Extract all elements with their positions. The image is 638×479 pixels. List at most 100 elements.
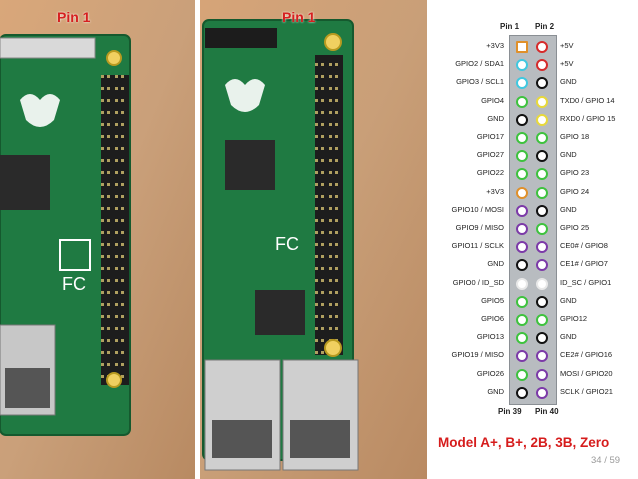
pin-label-right: GPIO 23: [560, 168, 590, 178]
pin-dot-odd: [516, 241, 528, 254]
pin-label-left: GPIO13: [476, 332, 504, 342]
svg-text:FC: FC: [62, 274, 86, 294]
pin-label-right: +5V: [560, 41, 574, 50]
pin-dot-even: [536, 332, 548, 345]
pin-label-right: GPIO 25: [560, 223, 590, 232]
pin-label-left: GND: [487, 259, 504, 269]
pin-label-left: GPIO0 / ID_SD: [452, 277, 504, 287]
pin-label-left: GPIO3 / SCL1: [456, 77, 504, 87]
pin-dot-even: [536, 277, 548, 290]
gpio-row: +3V3 +5V: [432, 38, 638, 56]
pin-dot-even: [536, 113, 548, 126]
pin40-header: Pin 40: [535, 407, 559, 416]
pin-label-right: CE0# / GPIO8: [560, 241, 608, 251]
pin-dot-odd: [516, 132, 528, 144]
pin-label-right: MOSI / GPIO20: [560, 368, 613, 378]
pin-dot-even: [536, 168, 548, 181]
pin-dot-odd: [516, 168, 528, 181]
pin2-header: Pin 2: [535, 22, 555, 31]
pin-label-left: GPIO26: [476, 368, 504, 378]
pin-dot-even: [536, 295, 548, 308]
pin-label-right: +5V: [560, 59, 574, 69]
pin-dot-even: [536, 95, 548, 108]
board-photo-left-image: FC: [0, 0, 195, 479]
pin-dot-odd: [516, 223, 528, 235]
gpio-row: GPIO13 GND: [432, 329, 638, 347]
pin39-header: Pin 39: [498, 407, 522, 416]
pin-label-right: RXD0 / GPIO 15: [560, 113, 616, 123]
pin-label-left: GPIO11 / SCLK: [451, 241, 504, 251]
model-title: Model A+, B+, 2B, 3B, Zero: [438, 435, 610, 450]
gpio-row: GPIO11 / SCLK CE0# / GPIO8: [432, 238, 638, 256]
pin-dot-odd: [516, 386, 528, 399]
pin-dot-odd: [516, 41, 528, 53]
raspberry-pi-photo-right: FC: [200, 0, 427, 479]
pin-dot-odd: [516, 259, 528, 272]
pin-dot-even: [536, 77, 548, 90]
pin-label-right: TXD0 / GPIO 14: [560, 95, 615, 105]
pin-dot-even: [536, 241, 548, 254]
pin-label-right: GND: [560, 150, 577, 160]
gpio-row: GND CE1# / GPIO7: [432, 256, 638, 274]
gpio-row: GPIO2 / SDA1 +5V: [432, 56, 638, 74]
pin-label-left: GPIO10 / MOSI: [451, 204, 504, 214]
pin-label-left: GPIO9 / MISO: [455, 223, 504, 232]
pin1-label-right: Pin 1: [282, 9, 316, 25]
pin-dot-odd: [516, 95, 528, 108]
pin-dot-even: [536, 223, 548, 235]
pin-label-right: GND: [560, 295, 577, 305]
pin-dot-even: [536, 132, 548, 144]
pin-dot-even: [536, 368, 548, 381]
pin-label-left: GPIO22: [476, 168, 504, 178]
pin-dot-odd: [516, 332, 528, 345]
pin-dot-even: [536, 204, 548, 217]
pin1-label-left: Pin 1: [57, 9, 91, 25]
pin-dot-even: [536, 150, 548, 163]
pin-label-left: GPIO6: [481, 314, 504, 323]
page-counter: 34 / 59: [591, 455, 621, 466]
gpio-row: GPIO0 / ID_SD ID_SC / GPIO1: [432, 275, 638, 293]
gpio-row: GPIO17 GPIO 18: [432, 129, 638, 147]
pin1-header: Pin 1: [500, 22, 520, 31]
pin-dot-odd: [516, 204, 528, 217]
pin-dot-odd: [516, 77, 528, 90]
gpio-row: GPIO4 TXD0 / GPIO 14: [432, 93, 638, 111]
pin-label-right: GND: [560, 332, 577, 342]
pin-dot-odd: [516, 186, 528, 199]
pin-dot-odd: [516, 350, 528, 363]
pin-dot-odd: [516, 295, 528, 308]
pin-label-right: CE1# / GPIO7: [560, 259, 608, 269]
board-photo-right-image: FC: [200, 0, 427, 479]
pin-dot-odd: [516, 113, 528, 126]
pin-label-right: GPIO 18: [560, 132, 590, 141]
pin-label-left: GPIO2 / SDA1: [455, 59, 504, 69]
pin-dot-odd: [516, 150, 528, 163]
pin-dot-even: [536, 186, 548, 199]
pin-label-right: GPIO 24: [560, 186, 590, 196]
pin-dot-even: [536, 259, 548, 272]
pin-dot-even: [536, 41, 548, 53]
gpio-row: GPIO26 MOSI / GPIO20: [432, 366, 638, 384]
pin-label-left: GPIO17: [476, 132, 504, 141]
pin-label-left: +3V3: [486, 41, 504, 50]
pin-dot-odd: [516, 277, 528, 290]
pin-label-left: +3V3: [486, 186, 504, 196]
pin-label-right: CE2# / GPIO16: [560, 350, 613, 360]
pin-dot-even: [536, 59, 548, 72]
pin-dot-odd: [516, 368, 528, 381]
pin-label-left: GND: [487, 386, 504, 396]
gpio-row: +3V3 GPIO 24: [432, 184, 638, 202]
pin-label-right: GND: [560, 204, 577, 214]
gpio-row: GPIO10 / MOSI GND: [432, 202, 638, 220]
raspberry-pi-photo-left: FC: [0, 0, 195, 479]
pin-label-right: ID_SC / GPIO1: [560, 277, 612, 287]
pin-dot-odd: [516, 314, 528, 326]
pin-label-left: GPIO4: [481, 95, 504, 105]
